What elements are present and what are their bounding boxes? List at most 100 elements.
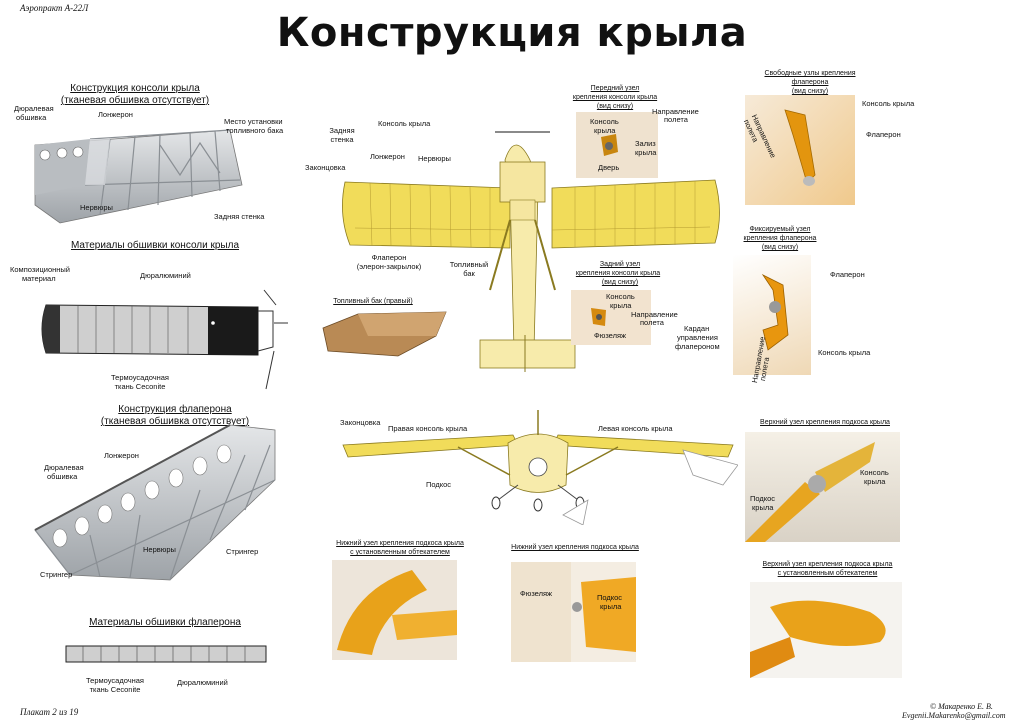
series-label: Аэропракт А-22Л xyxy=(20,3,89,13)
label-dural-skin-4: обшивка xyxy=(47,472,78,481)
rear-node-dir-2: полета xyxy=(640,318,664,327)
label-tank-place-2: топливного бака xyxy=(226,126,284,135)
rear-node-console-2: крыла xyxy=(610,301,632,310)
front-node-title-1: Передний узел xyxy=(590,85,640,92)
label-flaperon-2: (элерон-закрылок) xyxy=(356,262,422,271)
free-node-title-1: Свободные узлы крепления xyxy=(764,70,856,77)
lower-strut-strut-2: крыла xyxy=(600,602,622,611)
label-duralumin-1: Дюралюминий xyxy=(140,271,191,280)
aircraft-top-view xyxy=(290,120,740,380)
front-node-dir-1: Направление xyxy=(652,107,699,116)
lower-strut-strut-1: Подкос xyxy=(597,593,623,602)
flaperon-structure-subtitle: (тканевая обшивка отсутствует) xyxy=(100,416,250,427)
label-rear-wall-2a: Задняя xyxy=(329,126,355,135)
front-node-photo xyxy=(576,112,658,178)
label-ribs-2: Нервюры xyxy=(143,545,176,554)
fuel-tank-drawing xyxy=(318,306,448,361)
free-node-flaperon: Флаперон xyxy=(866,130,901,139)
upper-strut-title: Верхний узел крепления подкоса крыла xyxy=(760,419,890,426)
label-ribs-1: Нервюры xyxy=(80,203,113,212)
front-node-console-2: крыла xyxy=(594,126,616,135)
front-node-door: Дверь xyxy=(598,163,620,172)
poster-number: Плакат 2 из 19 xyxy=(20,707,79,717)
wing-console-photo xyxy=(30,125,245,225)
aircraft-front-view xyxy=(338,405,738,525)
fuel-tank-title: Топливный бак (правый) xyxy=(333,298,413,305)
fixed-node-title-1: Фиксируемый узел xyxy=(749,226,811,233)
label-rear-wall-2b: стенка xyxy=(330,135,354,144)
label-strut: Подкос xyxy=(426,480,452,489)
upper-strut-strut-2: крыла xyxy=(752,503,774,512)
free-node-title-2: флаперона xyxy=(791,79,829,86)
fixed-node-cardan-2: управления xyxy=(677,333,718,342)
lower-strut-fairing-title-2: с установленным обтекателем xyxy=(350,549,450,556)
free-node-title-3: (вид снизу) xyxy=(791,88,829,95)
label-spar-2: Лонжерон xyxy=(104,451,139,460)
fixed-node-photo xyxy=(733,255,811,375)
label-ribs-3: Нервюры xyxy=(418,154,451,163)
lower-strut-title: Нижний узел крепления подкоса крыла xyxy=(511,544,639,551)
front-node-fillet-2: крыла xyxy=(635,148,657,157)
fixed-node-console: Консоль крыла xyxy=(818,348,871,357)
rear-node-console-1: Консоль xyxy=(606,292,635,301)
upper-strut-fairing-title-1: Верхний узел крепления подкоса крыла xyxy=(762,561,893,568)
rear-node-photo xyxy=(571,290,651,345)
label-dural-skin-3: Дюралевая xyxy=(44,463,84,472)
rear-node-fuselage: Фюзеляж xyxy=(594,331,627,340)
label-dural-skin-1: Дюралевая xyxy=(14,104,54,113)
label-ceconite-1: Термоусадочная xyxy=(111,373,169,382)
upper-strut-console-2: крыла xyxy=(864,477,886,486)
rear-node-title-3: (вид снизу) xyxy=(601,279,639,286)
upper-strut-photo xyxy=(745,432,900,542)
free-node-photo xyxy=(745,95,855,205)
author-email[interactable]: Evgenii.Makarenko@gmail.com xyxy=(902,711,1006,720)
label-left-console: Левая консоль крыла xyxy=(598,424,673,433)
lower-strut-photo xyxy=(511,562,636,662)
lower-strut-fuselage: Фюзеляж xyxy=(520,589,553,598)
flaperon-photo xyxy=(30,420,280,585)
front-node-console-1: Консоль xyxy=(590,117,619,126)
label-ceconite-3: Термоусадочная xyxy=(86,676,144,685)
label-stringer-1: Стрингер xyxy=(226,547,259,556)
fixed-node-cardan-3: флапероном xyxy=(675,342,720,351)
author: © Макаренко Е. В. xyxy=(930,702,993,711)
fixed-node-title-2: крепления флаперона xyxy=(743,235,817,242)
front-node-title-3: (вид снизу) xyxy=(596,103,634,110)
wing-skin-materials-title: Материалы обшивки консоли крыла xyxy=(70,240,240,251)
label-spar-1: Лонжерон xyxy=(98,110,133,119)
label-right-console: Правая консоль крыла xyxy=(388,424,468,433)
front-node-title-2: крепления консоли крыла xyxy=(572,94,658,101)
free-node-console: Консоль крыла xyxy=(862,99,915,108)
front-node-fillet-1: Зализ xyxy=(635,139,656,148)
wing-materials-drawing xyxy=(38,285,288,395)
rear-node-dir-1: Направление xyxy=(631,310,678,319)
label-rear-wall-1: Задняя стенка xyxy=(214,212,265,221)
label-spar-3: Лонжерон xyxy=(370,152,405,161)
wing-console-structure-subtitle: (тканевая обшивка отсутствует) xyxy=(60,95,210,106)
upper-strut-console-1: Консоль xyxy=(860,468,889,477)
wing-console-structure-title: Конструкция консоли крыла xyxy=(70,83,200,94)
rear-node-title-1: Задний узел xyxy=(599,261,641,268)
fixed-node-flaperon: Флаперон xyxy=(830,270,865,279)
lower-strut-fairing-photo xyxy=(332,560,457,660)
label-tip-2: Законцовка xyxy=(340,418,381,427)
label-fuel-tank-1: Топливный xyxy=(449,260,489,269)
upper-strut-strut-1: Подкос xyxy=(750,494,776,503)
label-duralumin-2: Дюралюминий xyxy=(177,678,228,687)
label-stringer-2: Стрингер xyxy=(40,570,73,579)
label-wing-console: Консоль крыла xyxy=(378,119,431,128)
flaperon-materials-drawing xyxy=(65,645,275,665)
label-ceconite-4: ткань Ceconite xyxy=(89,685,141,694)
label-flaperon-1: Флаперон xyxy=(371,253,407,262)
label-composite-2: материал xyxy=(22,274,56,283)
label-fuel-tank-2: бак xyxy=(463,269,475,278)
front-node-dir-2: полета xyxy=(664,115,688,124)
label-ceconite-2: ткань Ceconite xyxy=(114,382,166,391)
upper-strut-fairing-title-2: с установленным обтекателем xyxy=(777,570,878,577)
label-tank-place-1: Место установки xyxy=(224,117,283,126)
flaperon-structure-title: Конструкция флаперона xyxy=(118,404,232,415)
label-dural-skin-2: обшивка xyxy=(16,113,47,122)
label-composite-1: Композиционный xyxy=(10,265,70,274)
upper-strut-fairing-photo xyxy=(750,582,902,678)
page-title: Конструкция крыла xyxy=(276,10,748,56)
